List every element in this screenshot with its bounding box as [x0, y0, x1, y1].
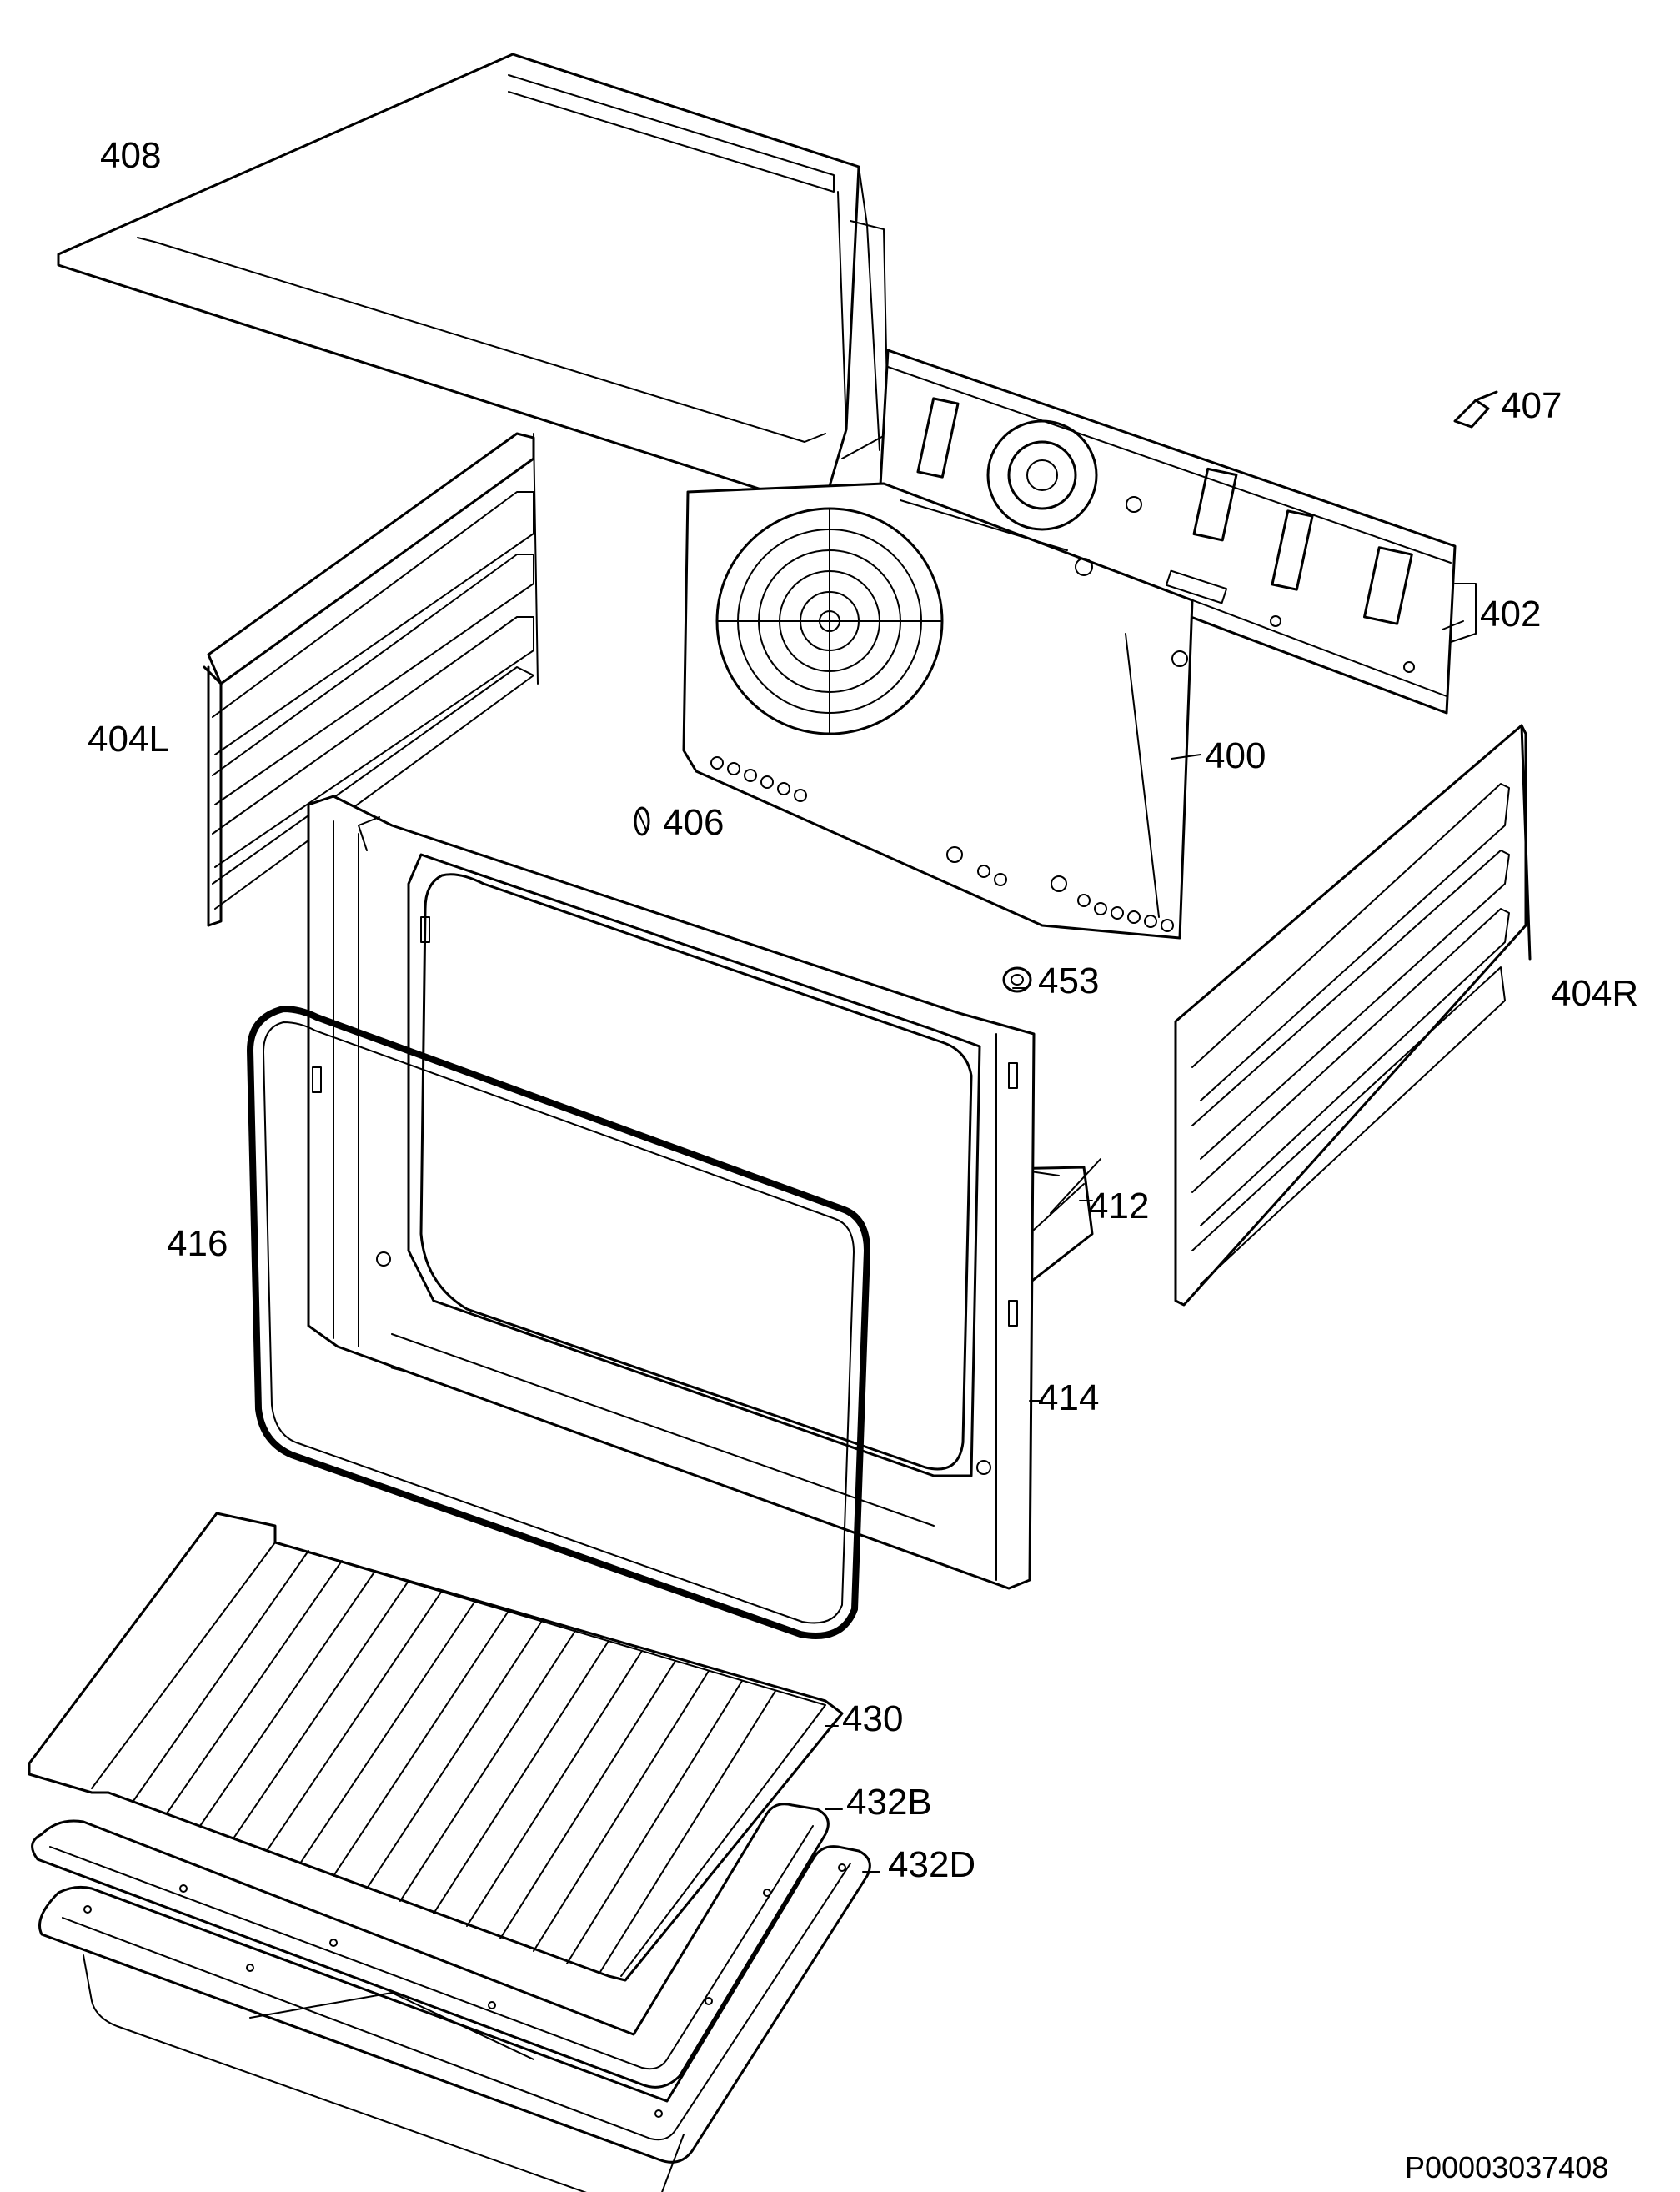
- callout-400: 400: [1205, 735, 1266, 776]
- part-404L-left-shelf-support: [203, 432, 539, 927]
- callout-404L: 404L: [88, 719, 169, 760]
- callout-404R: 404R: [1551, 973, 1639, 1014]
- callout-432B: 432B: [846, 1782, 932, 1823]
- part-430-wire-shelf: [28, 1512, 844, 1982]
- part-408-top-cover: [57, 53, 889, 510]
- leader-lines: [825, 620, 1464, 1873]
- shelf-wires: [133, 1550, 776, 1973]
- callout-432D: 432D: [888, 1844, 976, 1885]
- callout-414: 414: [1038, 1377, 1100, 1418]
- callout-430: 430: [842, 1698, 904, 1739]
- callout-416: 416: [167, 1223, 228, 1264]
- part-453-grommet: [1002, 966, 1032, 993]
- part-404R-right-shelf-support: [1174, 724, 1532, 1307]
- callout-408: 408: [100, 135, 162, 176]
- part-432B-baking-tray: [31, 1803, 830, 2089]
- callout-407: 407: [1501, 385, 1562, 426]
- part-416-door-gasket: [247, 1006, 870, 1639]
- document-id: P00003037408: [1405, 2150, 1609, 2184]
- part-432D-deep-pan: [38, 1845, 871, 2192]
- callout-453: 453: [1038, 961, 1100, 1001]
- part-406-clip: [634, 806, 650, 836]
- callout-412: 412: [1088, 1186, 1150, 1226]
- part-414-front-frame: [307, 795, 1036, 1590]
- part-407-screw: [1453, 390, 1498, 429]
- callout-406: 406: [663, 802, 725, 843]
- vent-holes: [710, 756, 1174, 932]
- callout-402: 402: [1480, 594, 1542, 635]
- part-400-back-wall: [682, 482, 1194, 940]
